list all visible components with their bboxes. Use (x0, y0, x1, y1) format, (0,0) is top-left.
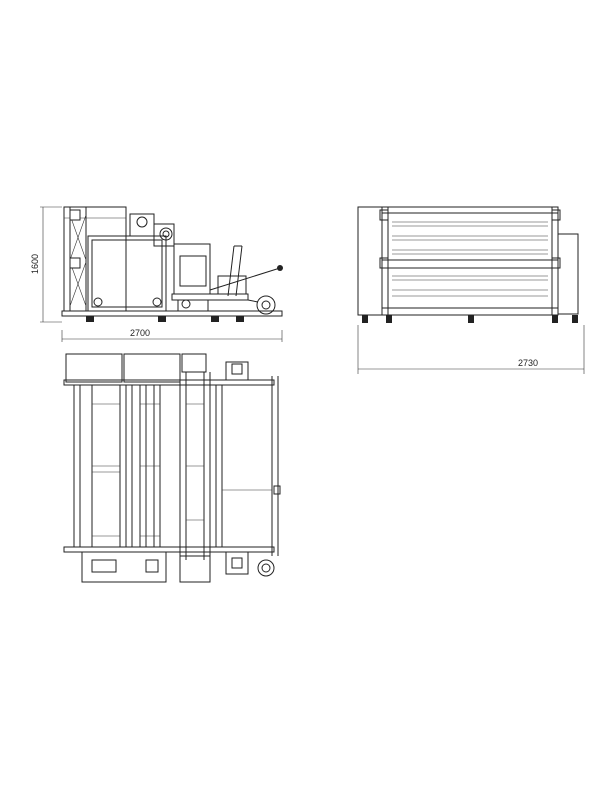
side-view (357, 206, 585, 374)
front-view (40, 206, 283, 342)
top-view (63, 353, 281, 583)
front-width-dimension-label: 2700 (130, 328, 150, 338)
side-width-dimension-label: 2730 (518, 358, 538, 368)
front-height-dimension-label: 1600 (30, 254, 40, 274)
